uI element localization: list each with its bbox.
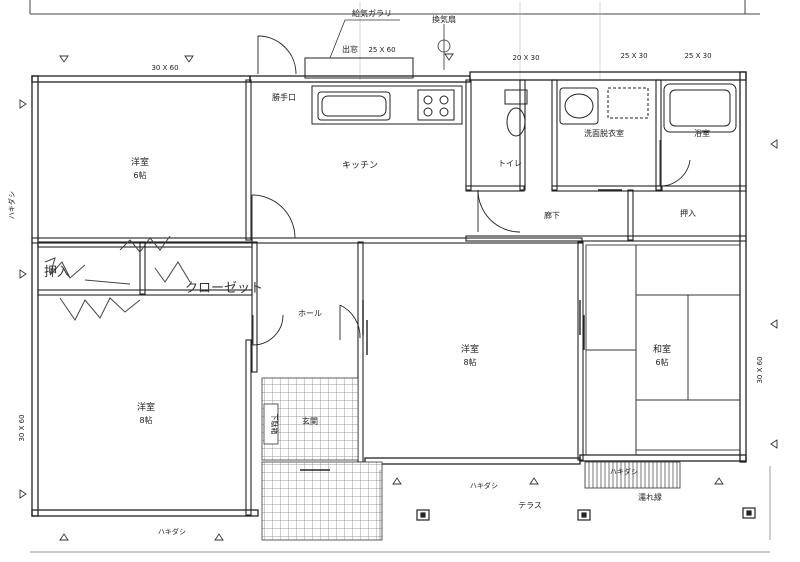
- window-hakidashi-bottom-center: ハキダシ: [470, 481, 498, 490]
- annotations: 給気ガラリ 換気扇 出窓 クローゼット 押入: [44, 8, 456, 296]
- room-washitsu-size: 6帖: [655, 357, 668, 367]
- annotation-kyuki-gallery: 給気ガラリ: [352, 8, 392, 18]
- room-youshitsu-sw-name: 洋室: [137, 401, 155, 413]
- terrace-posts: [416, 507, 756, 521]
- hand-sketch: [44, 235, 191, 321]
- dimension-30x60-left: 30 X 60: [18, 414, 26, 441]
- dimension-labels: 30 X 60 25 X 60 20 X 30 25 X 30 25 X 30 …: [18, 46, 764, 442]
- washbasin-fixture: [559, 87, 649, 125]
- annotation-demado: 出窓: [342, 44, 358, 54]
- porch-floor: [261, 461, 383, 541]
- dimension-25x60: 25 X 60: [368, 46, 395, 54]
- dimension-30x60-right: 30 X 60: [756, 356, 764, 383]
- nureen-grating: [584, 461, 681, 489]
- toilet-fixture: [504, 89, 528, 137]
- triangle-markers: [19, 53, 778, 541]
- kitchen-counter: [304, 57, 463, 125]
- room-youshitsu-nw-size: 6帖: [133, 170, 146, 180]
- dimension-25x30-a: 25 X 30: [620, 52, 647, 60]
- room-oshiire: 押入: [680, 208, 696, 218]
- room-katteguchi: 勝手口: [272, 92, 296, 102]
- room-youshitsu-nw-name: 洋室: [131, 156, 149, 168]
- room-nureen: 濡れ縁: [638, 492, 662, 502]
- annotation-closet-hand: クローゼット: [185, 281, 263, 296]
- room-yokushitsu: 浴室: [694, 128, 710, 138]
- tatami-layout: [585, 244, 741, 456]
- terrace-outline: [379, 466, 771, 540]
- room-youshitsu-center-name: 洋室: [461, 343, 479, 355]
- annotation-kankisen: 換気扇: [432, 14, 456, 24]
- room-getabako: 下駄箱: [270, 414, 279, 435]
- dimension-30x60-top: 30 X 60: [151, 64, 178, 72]
- sliding-doors: [300, 189, 622, 471]
- reference-lines: [359, 2, 601, 80]
- getabako-cabinet: [263, 403, 279, 445]
- dimension-20x30: 20 X 30: [512, 54, 539, 62]
- room-rouka: 廊下: [544, 210, 560, 220]
- leader-lines: [329, 19, 451, 70]
- room-senmen: 洗面脱衣室: [584, 128, 624, 138]
- room-kitchen: キッチン: [342, 160, 378, 171]
- window-hakidashi-left: ハキダシ: [7, 191, 16, 219]
- room-toilet: トイレ: [498, 159, 522, 168]
- room-terrace: テラス: [518, 501, 542, 510]
- window-hakidashi-washitsu: ハキダシ: [610, 467, 638, 476]
- room-labels: 洋室 6帖 洋室 8帖 洋室 8帖 和室 6帖 キッチン 勝手口 トイレ 洗面脱…: [131, 92, 710, 510]
- interior-walls: [31, 79, 747, 516]
- room-genkan: 玄関: [302, 416, 318, 426]
- bathtub-fixture: [663, 83, 737, 133]
- window-hakidashi-bottom-left: ハキダシ: [158, 527, 186, 536]
- annotation-oshi-hand: 押入: [44, 265, 70, 280]
- room-washitsu-name: 和室: [653, 343, 671, 355]
- door-swings: [251, 35, 691, 346]
- dimension-25x30-b: 25 X 30: [684, 52, 711, 60]
- room-hall: ホール: [298, 309, 322, 318]
- room-youshitsu-center-size: 8帖: [463, 357, 476, 367]
- room-youshitsu-sw-size: 8帖: [139, 415, 152, 425]
- outer-walls: [31, 71, 747, 517]
- window-type-labels: ハキダシ ハキダシ ハキダシ ハキダシ: [7, 191, 638, 536]
